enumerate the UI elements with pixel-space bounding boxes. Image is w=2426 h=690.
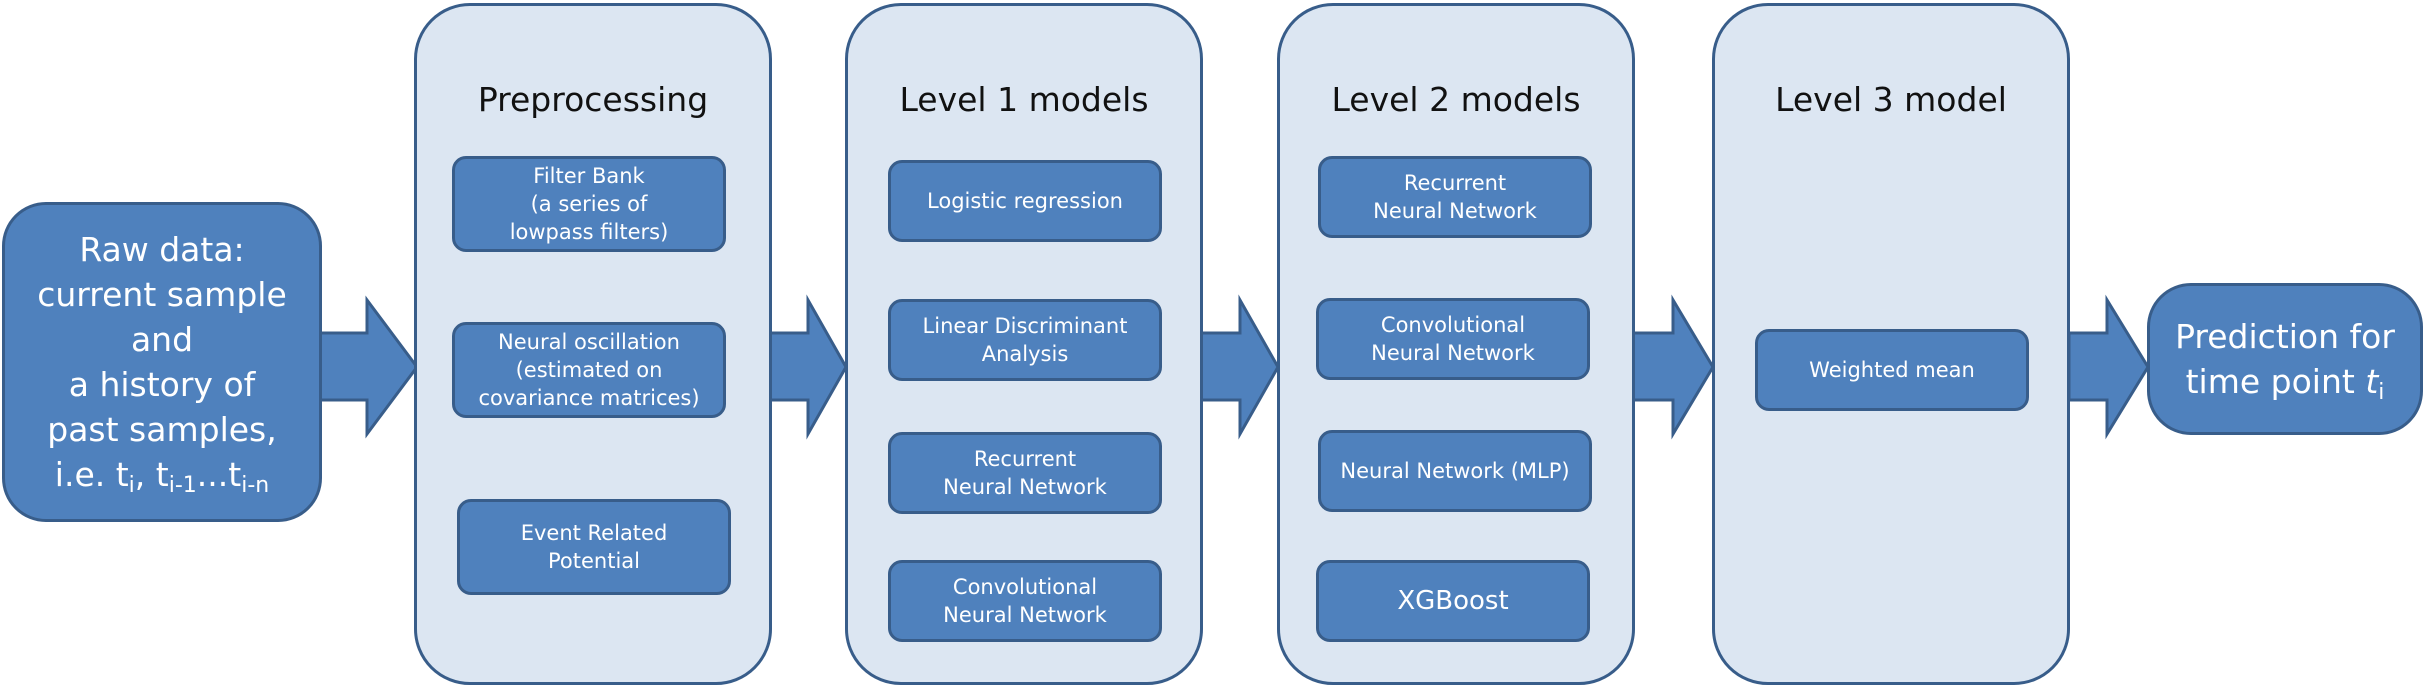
raw-data-line-5: past samples, — [47, 410, 277, 449]
raw-data-box: Raw data: current sample and a history o… — [2, 202, 322, 522]
box-line: Neural Network (MLP) — [1340, 459, 1570, 483]
box-line: Convolutional — [1380, 313, 1526, 337]
level2-convolutional-neural-network: Convolutional Neural Network — [1316, 298, 1590, 380]
prediction-prefix: time point — [2185, 362, 2366, 401]
level3-weighted-mean: Weighted mean — [1755, 329, 2029, 411]
arrow-preprocessing-to-level1 — [766, 294, 848, 440]
box-line: Filter Bank — [533, 164, 645, 188]
stage-title: Preprocessing — [477, 80, 709, 119]
arrow-level3-to-output — [2067, 294, 2150, 440]
box-line: Weighted mean — [1809, 358, 1975, 382]
raw-data-line-2: current sample — [37, 275, 287, 314]
box-line: Logistic regression — [927, 189, 1123, 213]
level2-recurrent-neural-network: Recurrent Neural Network — [1318, 156, 1592, 238]
prediction-variable: t — [2365, 362, 2379, 401]
box-line: Potential — [548, 549, 640, 573]
stage-level-3-model: Level 3 model Weighted mean — [1712, 3, 2070, 685]
box-line: Recurrent — [1403, 171, 1507, 195]
box-line: Convolutional — [952, 575, 1098, 599]
stage-title: Level 2 models — [1331, 80, 1581, 119]
raw-data-line-4: a history of — [68, 365, 256, 404]
preprocessing-neural-oscillation: Neural oscillation (estimated on covaria… — [452, 322, 726, 418]
box-line: lowpass filters) — [509, 220, 669, 244]
prediction-box: Prediction for time point ti — [2147, 283, 2423, 435]
level1-convolutional-neural-network: Convolutional Neural Network — [888, 560, 1162, 642]
preprocessing-event-related-potential: Event Related Potential — [457, 499, 731, 595]
box-line: (estimated on — [515, 358, 663, 382]
box-line: Neural Network — [943, 603, 1107, 627]
raw-data-line-1: Raw data: — [79, 230, 245, 269]
box-line: covariance matrices) — [478, 386, 700, 410]
arrow-level1-to-level2 — [1198, 294, 1280, 440]
formula-sub-3: i-n — [241, 473, 270, 498]
level1-linear-discriminant-analysis: Linear Discriminant Analysis — [888, 299, 1162, 381]
arrow-input-to-preprocessing — [316, 295, 419, 439]
box-line: Neural Network — [1373, 199, 1537, 223]
prediction-line-2: time point ti — [2186, 359, 2385, 404]
box-line: Recurrent — [973, 447, 1077, 471]
level1-recurrent-neural-network: Recurrent Neural Network — [888, 432, 1162, 514]
formula-prefix: i.e. t — [54, 455, 129, 494]
box-line: Neural Network — [1371, 341, 1535, 365]
box-line: XGBoost — [1397, 586, 1509, 616]
arrow-level2-to-level3 — [1631, 294, 1715, 440]
box-line: Linear Discriminant — [922, 314, 1128, 338]
box-line: Neural Network — [943, 475, 1107, 499]
prediction-subscript: i — [2378, 380, 2385, 405]
preprocessing-filter-bank: Filter Bank (a series of lowpass filters… — [452, 156, 726, 252]
box-line: (a series of — [530, 192, 648, 216]
prediction-line-1: Prediction for — [2175, 317, 2395, 356]
stage-title: Level 1 models — [899, 80, 1149, 119]
level2-xgboost: XGBoost — [1316, 560, 1590, 642]
stage-level-2-models: Level 2 models Recurrent Neural Network … — [1277, 3, 1635, 685]
raw-data-formula: i.e. ti, ti-1...ti-n — [55, 452, 269, 497]
box-line: Neural oscillation — [498, 330, 680, 354]
formula-dots: ...t — [196, 455, 242, 494]
box-line: Event Related — [520, 521, 668, 545]
stage-preprocessing: Preprocessing Filter Bank (a series of l… — [414, 3, 772, 685]
formula-sep: , t — [134, 455, 169, 494]
raw-data-line-3: and — [130, 320, 194, 359]
level1-logistic-regression: Logistic regression — [888, 160, 1162, 242]
box-line: Analysis — [981, 342, 1069, 366]
formula-sub-2: i-1 — [168, 473, 197, 498]
stage-title: Level 3 model — [1775, 80, 2007, 119]
stage-level-1-models: Level 1 models Logistic regression Linea… — [845, 3, 1203, 685]
formula-sub-1: i — [128, 473, 135, 498]
level2-neural-network-mlp: Neural Network (MLP) — [1318, 430, 1592, 512]
